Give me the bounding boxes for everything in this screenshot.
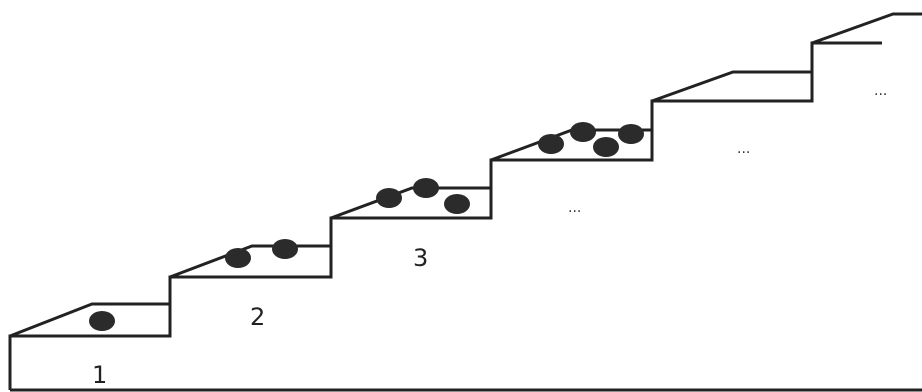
staircase-outline	[8, 41, 882, 390]
ball	[618, 124, 644, 144]
step-2-top	[169, 244, 331, 279]
continuation-mark: ...	[874, 83, 887, 99]
step-5-top	[651, 70, 812, 103]
continuation-mark: ...	[737, 141, 750, 157]
ball	[376, 188, 402, 208]
step-label-2: 2	[250, 303, 265, 331]
ball	[538, 134, 564, 154]
step-6-top	[811, 12, 922, 45]
ball	[570, 122, 596, 142]
ball	[225, 248, 251, 268]
step-3-top	[330, 186, 491, 220]
step-1-top	[9, 302, 170, 338]
ball	[593, 137, 619, 157]
ball	[89, 311, 115, 331]
ball	[272, 239, 298, 259]
step-label-1: 1	[92, 361, 107, 389]
continuation-mark: ...	[568, 200, 581, 216]
ball	[413, 178, 439, 198]
step-label-3: 3	[413, 244, 428, 272]
ball	[444, 194, 470, 214]
